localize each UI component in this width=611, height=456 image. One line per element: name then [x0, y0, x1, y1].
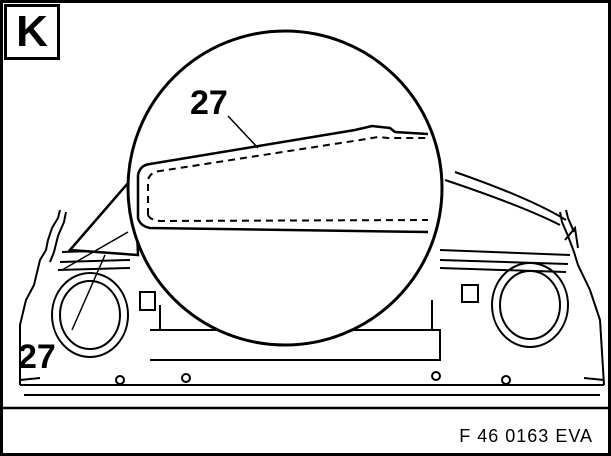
right-speaker-ring	[491, 262, 569, 348]
left-side-edge	[19, 209, 61, 385]
fastener-hole	[181, 373, 191, 383]
magnifier-circle	[126, 29, 444, 347]
panel-letter-label: K	[4, 4, 60, 60]
left-speaker-ring	[51, 272, 129, 358]
right-side-edge	[559, 211, 605, 386]
figure-code: F 46 0163 EVA	[459, 426, 593, 446]
leader-line-bottom-a	[71, 254, 106, 331]
shelf-rim	[57, 267, 567, 273]
right-inner-edge	[565, 209, 575, 233]
leader-line-top	[227, 115, 259, 149]
mount-brackets	[139, 284, 479, 311]
leader-line-bottom-b	[61, 231, 129, 271]
callout-number-top: 27	[190, 84, 228, 122]
fastener-hole	[431, 371, 441, 381]
recess-sides	[159, 300, 433, 330]
lower-edge-tabs	[19, 377, 605, 381]
callout-number-bottom: 27	[18, 338, 56, 376]
seal-outline-upper	[136, 124, 429, 176]
lower-edge-lines	[20, 384, 604, 396]
fastener-hole	[501, 375, 511, 385]
left-speaker-opening	[59, 280, 121, 350]
seal-dashed-lower	[147, 214, 429, 223]
left-inner-edge	[49, 211, 67, 263]
seal-outline-lower	[136, 175, 429, 234]
magnifier-callout	[61, 29, 444, 347]
fastener-hole	[115, 375, 125, 385]
front-shelf-line-inner	[59, 259, 569, 265]
upper-right-contour-inner	[454, 171, 567, 221]
upper-right-contour	[444, 179, 561, 226]
right-speaker-opening	[499, 270, 561, 340]
